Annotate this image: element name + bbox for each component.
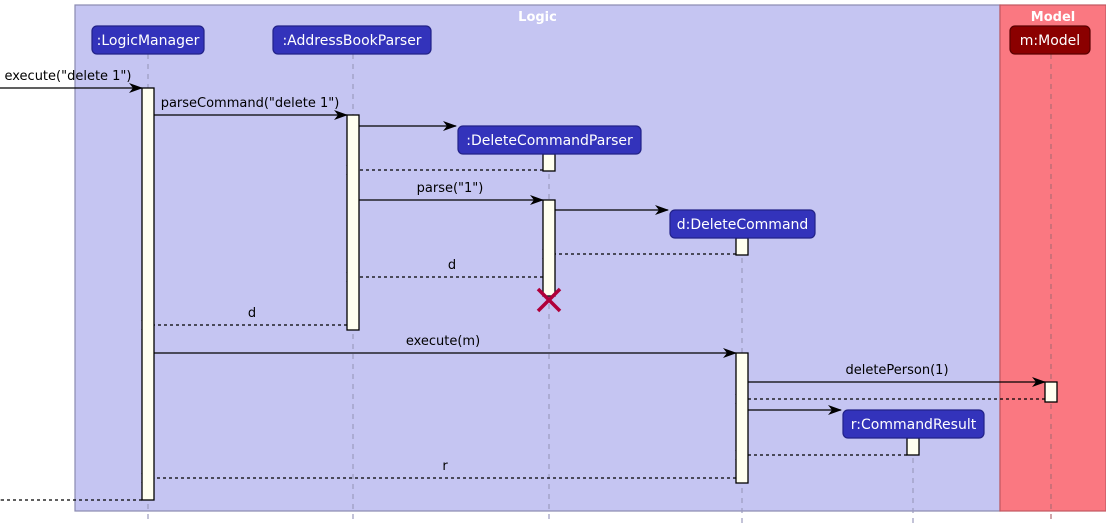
activation-model xyxy=(1044,381,1058,403)
participant-boxes: :LogicManager :AddressBookParser :DeleteCo… xyxy=(91,25,1091,439)
message-label-m5: parse("1") xyxy=(417,181,484,196)
participant-box-model[interactable] xyxy=(1009,25,1091,55)
message-label-m11: deletePerson(1) xyxy=(845,363,948,378)
participant-box-logicManager[interactable] xyxy=(91,25,205,55)
participant-box-commandResult[interactable] xyxy=(842,409,985,439)
participant-label-deleteCommandParser: :DeleteCommandParser xyxy=(466,133,633,149)
participant-box-deleteCommand[interactable] xyxy=(669,209,816,239)
message-label-m9: d xyxy=(248,306,256,321)
activation-logicmanager xyxy=(141,87,155,501)
message-label-m10: execute(m) xyxy=(406,334,480,349)
destroy-markers xyxy=(536,287,562,313)
participant-box-deleteCommandParser[interactable] xyxy=(457,125,642,155)
group-frame-model xyxy=(999,4,1106,512)
destroy-deletecommandparser xyxy=(536,287,562,313)
activation-deletecommand-exec xyxy=(735,352,749,484)
participant-label-model: m:Model xyxy=(1020,33,1080,49)
group-label-logic: Logic xyxy=(518,10,557,25)
message-label-m2: parseCommand("delete 1") xyxy=(161,96,340,111)
participant-box-addressBookParser[interactable] xyxy=(272,25,432,55)
group-label-model: Model xyxy=(1031,10,1075,25)
message-labels: execute("delete 1") parseCommand("delete … xyxy=(4,69,948,474)
messages xyxy=(0,83,1046,505)
activation-deletecommandparser-create xyxy=(542,153,556,172)
message-label-m15: r xyxy=(442,459,448,474)
participant-label-commandResult: r:CommandResult xyxy=(851,417,977,433)
participant-label-addressBookParser: :AddressBookParser xyxy=(282,33,421,49)
activation-bars xyxy=(141,87,1058,501)
participant-label-deleteCommand: d:DeleteCommand xyxy=(677,217,809,233)
activation-commandresult xyxy=(906,437,920,456)
group-frames: Logic Model xyxy=(74,4,1106,512)
message-label-m8: d xyxy=(448,258,456,273)
participant-label-logicManager: :LogicManager xyxy=(97,33,200,49)
activation-deletecommandparser-parse xyxy=(542,199,556,297)
activation-deletecommand-create xyxy=(735,237,749,256)
message-label-m1: execute("delete 1") xyxy=(4,69,131,84)
activation-addressbookparser xyxy=(346,114,360,331)
